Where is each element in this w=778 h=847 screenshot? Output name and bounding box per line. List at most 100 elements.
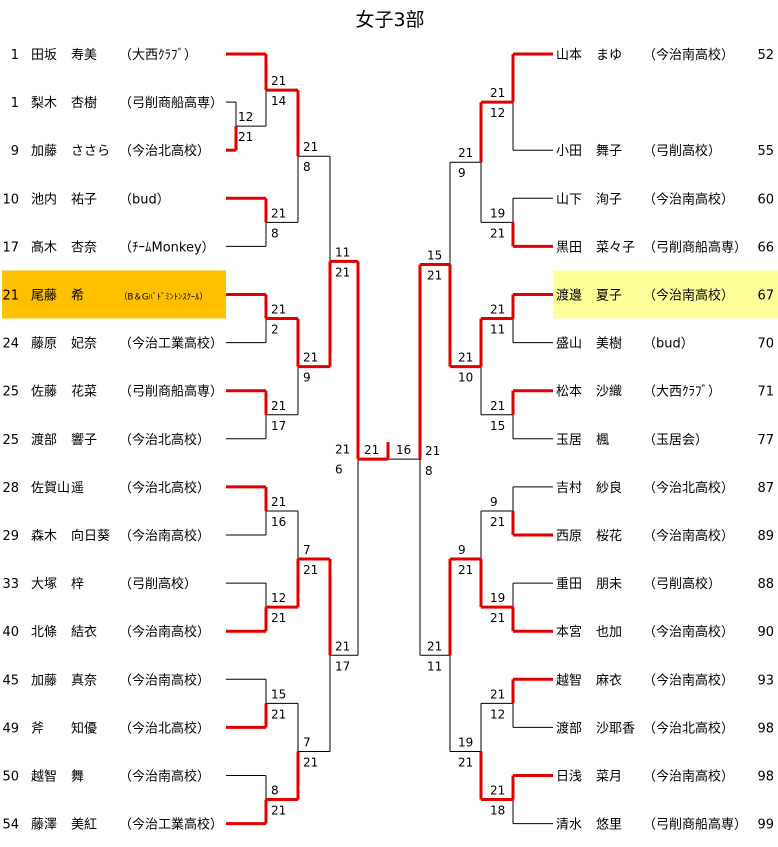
player-surname: 越智: [31, 770, 57, 785]
player-surname: 日浅: [556, 770, 582, 785]
match-score-top: 7: [303, 735, 311, 749]
player-seed: 99: [757, 818, 774, 833]
match-score-bottom: 21: [490, 226, 505, 240]
player-surname: 玉居: [556, 433, 582, 448]
match-score-top: 21: [303, 351, 318, 365]
player-given-name: 響子: [71, 432, 97, 448]
match-score-bottom: 14: [271, 94, 286, 108]
player-surname: 渡邊: [556, 288, 582, 304]
player-club: （弓削商船高専）: [119, 384, 223, 400]
match-score-top: 19: [490, 206, 505, 220]
match-score-top: 21: [490, 303, 505, 317]
player-seed: 28: [2, 481, 19, 496]
final-score-right: 16: [396, 443, 411, 457]
player-given-name: 寿美: [71, 48, 97, 63]
match-score-top: 15: [427, 248, 442, 262]
player-seed: 55: [757, 144, 774, 159]
player-surname: 北條: [31, 625, 57, 640]
player-seed: 52: [757, 48, 774, 63]
match-score-top: 9: [490, 495, 498, 509]
player-club: （今治北高校）: [643, 720, 734, 736]
match-score-top: 21: [425, 444, 440, 458]
player-given-name: 杏樹: [71, 96, 97, 111]
match-score-top: 21: [271, 206, 286, 220]
player-club: （今治南高校）: [119, 528, 210, 544]
match-score-top: 11: [335, 245, 350, 259]
match-score-top: 9: [458, 543, 466, 557]
match-score-bottom: 21: [335, 265, 350, 279]
match-score-bottom: 21: [427, 268, 442, 282]
player-given-name: 桜花: [596, 528, 622, 544]
player-club: （今治南高校）: [643, 191, 734, 207]
player-club: （弓削商船高専）: [119, 95, 223, 111]
player-given-name: 美樹: [596, 337, 622, 352]
player-seed: 45: [2, 673, 19, 688]
player-surname: 森木: [31, 529, 57, 544]
player-given-name: 梓: [71, 577, 84, 592]
match-score-top: 21: [490, 687, 505, 701]
player-given-name: 菜月: [596, 770, 622, 785]
player-seed: 93: [757, 673, 774, 688]
player-seed: 25: [2, 433, 19, 448]
match-score-bottom: 8: [425, 464, 433, 478]
match-score-bottom: 21: [271, 804, 286, 818]
match-score-bottom: 8: [303, 160, 311, 174]
player-given-name: 舞子: [596, 144, 622, 159]
player-seed: 71: [757, 385, 774, 400]
player-given-name: 妃奈: [71, 337, 97, 352]
player-given-name: 真奈: [71, 673, 97, 688]
player-seed: 25: [2, 385, 19, 400]
player-given-name: 花菜: [71, 384, 97, 400]
player-surname: 重田: [556, 576, 582, 592]
match-score-bottom: 2: [271, 323, 279, 337]
player-club: （大西ｸﾗﾌﾞ）: [119, 48, 197, 63]
match-score-top: 21: [458, 351, 473, 365]
player-seed: 50: [2, 770, 19, 785]
match-score-bottom: 21: [271, 611, 286, 625]
match-score-bottom: 21: [490, 611, 505, 625]
player-given-name: 美紅: [71, 818, 97, 833]
player-seed: 98: [757, 721, 774, 736]
player-club: （今治南高校）: [643, 624, 734, 640]
player-club: （B＆Gﾊﾞﾄﾞﾐﾝﾄﾝｽｸｰﾙ）: [119, 292, 208, 303]
player-club: （今治南高校）: [119, 672, 210, 688]
player-seed: 1: [11, 48, 19, 63]
player-given-name: 朋未: [596, 577, 622, 592]
match-score-top: 21: [271, 74, 286, 88]
player-club: （玉居会）: [643, 433, 708, 448]
match-score-top: 21: [271, 495, 286, 509]
match-score-bottom: 9: [458, 166, 466, 180]
player-surname: 清水: [556, 818, 582, 833]
player-club: （今治南高校）: [643, 769, 734, 785]
player-given-name: 結衣: [71, 624, 97, 640]
player-seed: 98: [757, 770, 774, 785]
player-given-name: 向日葵: [71, 528, 110, 544]
player-club: （bud）: [119, 192, 170, 207]
player-surname: 加藤: [31, 144, 57, 159]
player-seed: 21: [2, 289, 19, 304]
match-score-bottom: 16: [271, 515, 286, 529]
highlight-row: [553, 270, 778, 319]
player-seed: 29: [2, 529, 19, 544]
match-score-bottom: 11: [490, 323, 505, 337]
player-surname: 松本: [556, 385, 582, 400]
match-score-bottom: 21: [490, 515, 505, 529]
player-seed: 88: [757, 577, 774, 592]
player-given-name: ささら: [71, 144, 110, 159]
player-seed: 70: [757, 337, 774, 352]
player-club: （弓削商船高専）: [643, 239, 747, 255]
match-score-top: 12: [271, 591, 286, 605]
player-given-name: 杏奈: [71, 240, 97, 255]
player-club: （今治北高校）: [119, 432, 210, 448]
player-surname: 渡部: [556, 720, 582, 736]
player-club: （弓削高校）: [643, 576, 721, 592]
player-club: （今治南高校）: [643, 47, 734, 63]
player-club: （今治南高校）: [643, 672, 734, 688]
player-club: （弓削高校）: [643, 143, 721, 159]
match-score-top: 21: [271, 303, 286, 317]
match-score-top: 21: [303, 140, 318, 154]
player-club: （今治北高校）: [119, 143, 210, 159]
player-given-name: 知優: [71, 720, 97, 736]
match-score-top: 12: [238, 110, 253, 124]
match-score-bottom: 12: [490, 707, 505, 721]
